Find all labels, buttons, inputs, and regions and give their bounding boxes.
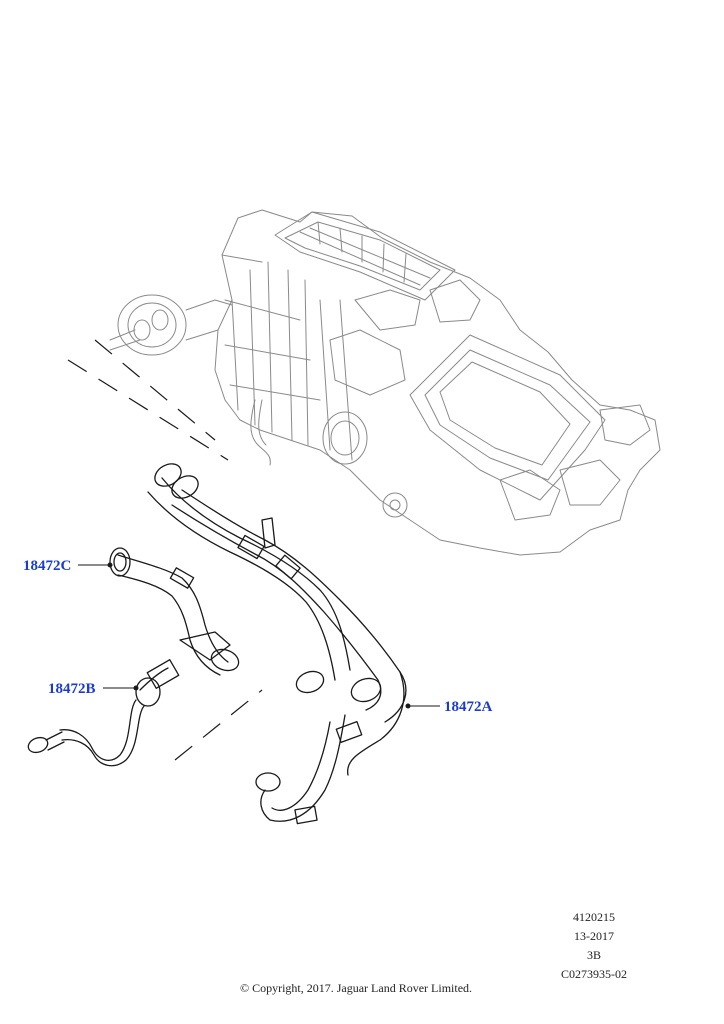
copyright-notice: © Copyright, 2017. Jaguar Land Rover Lim… [239,981,473,995]
callout-18472a[interactable]: 18472A [444,699,493,715]
date-code: 13-2017 [574,929,614,943]
document-id: C0273935-02 [561,967,627,981]
coolant-hose-b[interactable] [26,659,180,767]
callout-18472c[interactable]: 18472C [23,558,72,574]
reference-block: 4120215 13-2017 3B C0273935-02 [554,908,634,984]
assembly-leader-dashes [67,339,263,761]
callout-leaders [78,562,440,709]
revision: 3B [586,948,601,962]
hvac-housing-assembly [109,209,661,556]
coolant-hose-assembly-a[interactable] [147,459,407,825]
callout-18472b[interactable]: 18472B [48,681,96,697]
illustration-number: 4120215 [573,910,615,924]
coolant-hose-c[interactable] [109,547,242,676]
